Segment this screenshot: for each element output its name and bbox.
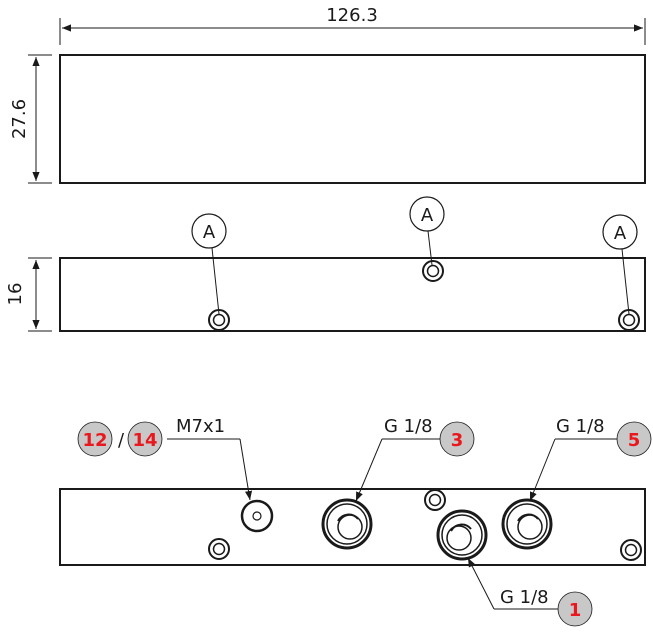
callout-a-right: A: [602, 214, 638, 315]
callout-a-left: A: [191, 213, 227, 315]
port-separator: /: [118, 430, 125, 451]
svg-text:A: A: [203, 222, 216, 243]
port-1-thread-label: G 1/8: [500, 587, 549, 608]
mounting-hole-center: [422, 260, 444, 282]
bottom-hole-left: [208, 538, 230, 560]
port-12-bubble: 12: [77, 421, 113, 457]
port-5-bubble: 5: [616, 421, 652, 457]
pilot-port: [240, 499, 274, 533]
top-view-outline: [59, 54, 646, 184]
top-view: 126.3 27.6: [9, 5, 646, 184]
port-1-bubble: 1: [557, 591, 593, 627]
leader-pilot: [167, 438, 253, 501]
side-view: 16 A A A: [5, 196, 646, 332]
svg-text:12: 12: [82, 430, 107, 451]
svg-text:5: 5: [628, 430, 641, 451]
port-5-hole: [501, 498, 553, 550]
bottom-view: M7x1 12 / 14 G 1/8 3 G 1/8 5: [59, 416, 652, 627]
top-height-dimension: 27.6: [9, 99, 30, 139]
svg-text:1: 1: [569, 600, 582, 621]
svg-text:3: 3: [451, 430, 464, 451]
svg-text:A: A: [421, 205, 434, 226]
port-14-bubble: 14: [127, 421, 163, 457]
svg-text:A: A: [614, 223, 627, 244]
leader-port-3: [355, 438, 440, 502]
port-3-hole: [321, 498, 373, 550]
leader-port-1: [467, 557, 559, 610]
bottom-hole-center: [424, 489, 446, 511]
pilot-thread-label: M7x1: [176, 416, 225, 437]
port-1-hole: [436, 509, 488, 561]
port-5-thread-label: G 1/8: [556, 416, 605, 437]
port-3-thread-label: G 1/8: [384, 416, 433, 437]
port-3-bubble: 3: [439, 421, 475, 457]
callout-a-center: A: [409, 196, 445, 266]
svg-text:14: 14: [132, 430, 157, 451]
bottom-hole-right: [620, 539, 642, 561]
length-dimension: 126.3: [326, 5, 378, 26]
bottom-view-outline: [59, 488, 646, 566]
side-height-dimension: 16: [5, 283, 26, 306]
side-view-outline: [59, 257, 646, 332]
leader-port-5: [529, 438, 617, 502]
